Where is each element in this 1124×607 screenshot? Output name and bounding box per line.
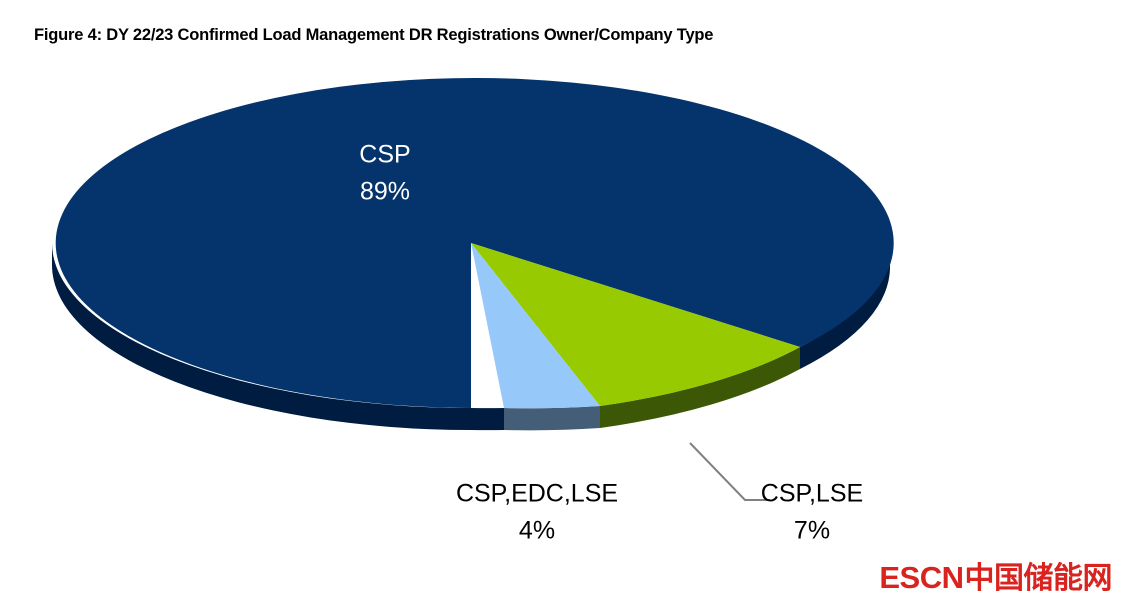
slice-labels: CSP 89% CSP,EDC,LSE 4% CSP,LSE 7%: [359, 141, 863, 545]
slice-csp-edc-lse: [471, 243, 600, 409]
slice-csp-lse: [471, 243, 800, 406]
csp-lse-side-wall: [600, 347, 800, 428]
figure-title: Figure 4: DY 22/23 Confirmed Load Manage…: [34, 26, 714, 44]
label-csp-name: CSP: [359, 141, 410, 169]
pie-chart-svg: CSP 89% CSP,EDC,LSE 4% CSP,LSE 7%: [52, 78, 894, 545]
csp-edc-lse-side-wall: [504, 406, 600, 431]
label-csp-lse-value: 7%: [794, 517, 830, 545]
csp-lse-leader-line: [689, 442, 770, 501]
pie-side-walls: [52, 243, 891, 431]
label-csp-value: 89%: [360, 178, 410, 206]
label-csp-edc-lse-value: 4%: [519, 517, 555, 545]
pie-top-faces: [55, 78, 894, 409]
pie-chart: CSP 89% CSP,EDC,LSE 4% CSP,LSE 7%: [0, 60, 1124, 550]
csp-side-wall-sliver: [471, 408, 504, 431]
csp-side-wall-right: [800, 243, 891, 369]
watermark-cjk-text: 中国储能网: [964, 561, 1113, 596]
escn-watermark: ESCN 中国储能网: [879, 553, 1112, 597]
slice-csp: [55, 78, 894, 408]
csp-side-wall: [52, 243, 471, 430]
label-csp-edc-lse-name: CSP,EDC,LSE: [456, 480, 618, 508]
watermark-latin-text: ESCN: [879, 560, 964, 595]
label-csp-lse-name: CSP,LSE: [761, 480, 863, 508]
